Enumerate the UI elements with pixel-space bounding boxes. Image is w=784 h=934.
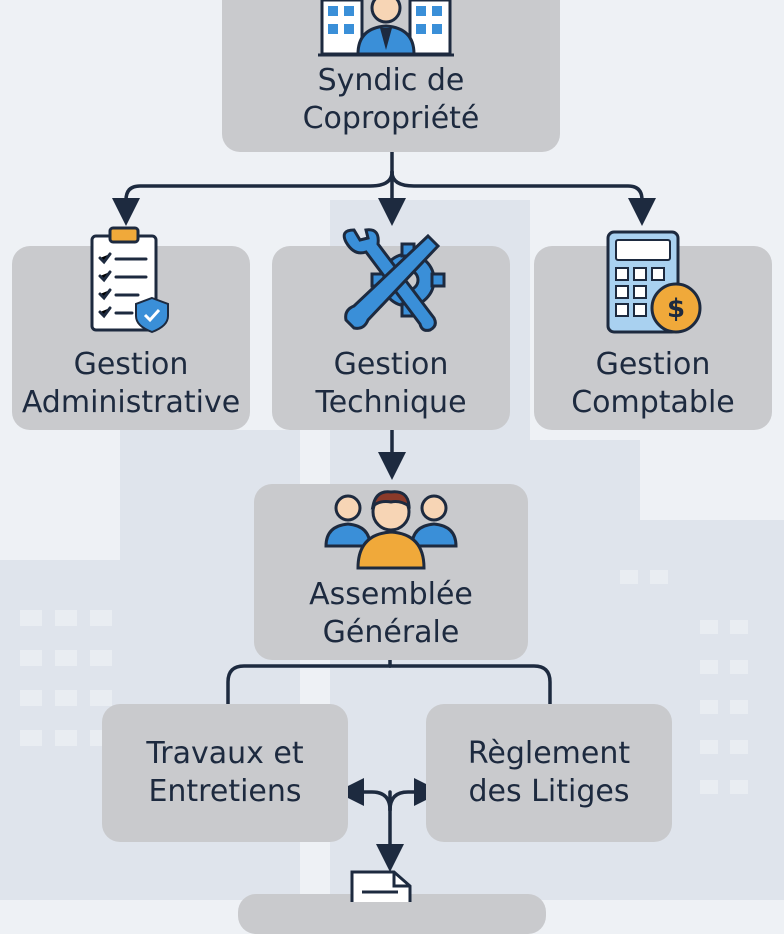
node-syndic-line2: Copropriété [302, 101, 480, 136]
clipboard-checklist-icon [90, 226, 169, 334]
node-syndic-label: Syndic de Copropriété [303, 62, 480, 138]
connector-arrows [112, 150, 656, 872]
node-comptable-line1: Gestion [595, 347, 711, 382]
calculator-coin-icon: $ [606, 230, 702, 334]
node-travaux: Travaux et Entretiens [102, 704, 348, 842]
node-assemblee-line1: Assemblée [309, 577, 473, 612]
document-icon [350, 870, 412, 902]
node-admin-line2: Administrative [21, 385, 241, 420]
node-litiges: Règlement des Litiges [426, 704, 672, 842]
node-litiges-label: Règlement des Litiges [468, 735, 630, 811]
node-assemblee-line2: Générale [322, 615, 460, 650]
wrench-gear-icon [342, 228, 446, 332]
node-travaux-label: Travaux et Entretiens [146, 735, 303, 811]
node-assemblee-label: Assemblée Générale [309, 576, 473, 652]
node-comptable-label: Gestion Comptable [571, 346, 735, 422]
node-litiges-line1: Règlement [467, 736, 631, 771]
node-technique-line2: Technique [315, 385, 467, 420]
node-admin: Gestion Administrative [12, 246, 250, 430]
node-admin-label: Gestion Administrative [22, 346, 240, 422]
node-admin-line1: Gestion [73, 347, 189, 382]
node-comptable: Gestion Comptable [534, 246, 772, 430]
node-travaux-line2: Entretiens [148, 774, 302, 809]
node-syndic-line1: Syndic de [317, 63, 465, 98]
node-comptable-line2: Comptable [571, 385, 735, 420]
group-people-icon [324, 490, 458, 570]
node-syndic: Syndic de Copropriété [222, 0, 560, 152]
svg-text:$: $ [667, 294, 685, 324]
manager-building-icon [318, 0, 454, 57]
node-litiges-line2: des Litiges [468, 774, 630, 809]
org-diagram: Syndic de Copropriété Gestion Administra… [12, 0, 772, 934]
node-technique-label: Gestion Technique [315, 346, 466, 422]
node-travaux-line1: Travaux et [146, 736, 304, 771]
node-technique-line1: Gestion [333, 347, 449, 382]
